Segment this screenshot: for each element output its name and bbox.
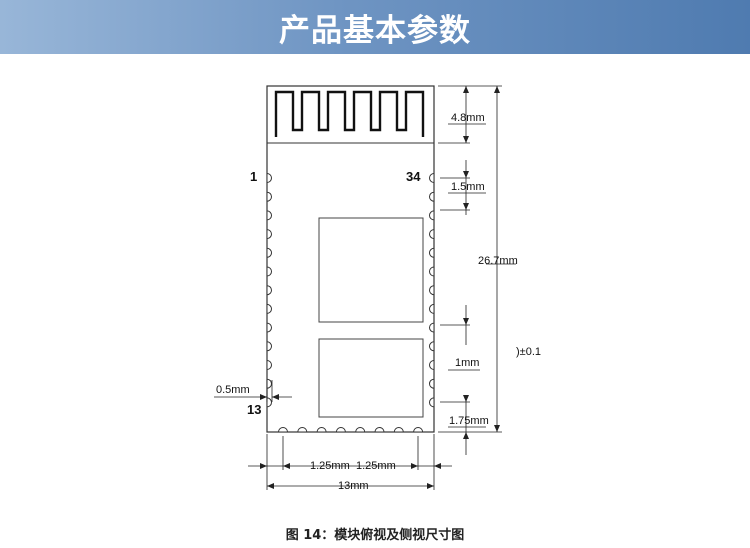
dim-tolerance: )±0.1 [516,346,541,358]
left-castellated-pads [266,172,272,408]
dim-bottom-pitch-left: 1.25mm [310,460,350,472]
module-dimension-drawing: 1 34 13 4.8mm 1.5mm 26.7mm )±0.1 1mm [214,85,541,492]
left-pad [266,247,272,258]
right-pad [429,229,435,240]
bottom-pad [393,427,404,433]
dimension-arrows-left [260,394,279,400]
right-pad [429,397,435,408]
pin-label-1: 1 [250,169,257,184]
shield-box-lower [318,338,424,418]
page-title: 产品基本参数 [279,12,471,49]
dim-bottom-pitch-right: 1.25mm [356,460,396,472]
header-banner: 产品基本参数 [0,0,750,54]
left-pad [266,322,272,333]
antenna-trace [274,90,425,137]
bottom-castellated-pads [277,427,424,433]
module-outline [266,85,435,433]
left-pad [266,191,272,202]
right-pad [429,341,435,352]
dimension-lines-right [438,85,516,455]
dim-total-width: 13mm [338,480,369,492]
dim-pad-pitch: 1mm [455,357,479,369]
figure-caption: 图 14：模块俯视及侧视尺寸图 [285,528,465,543]
right-pad [429,210,435,221]
pin-label-34: 34 [406,169,421,184]
left-pad [266,303,272,314]
right-pad [429,172,435,184]
dim-total-height: 26.7mm [478,255,518,267]
bottom-pad [413,427,424,433]
bottom-pad [277,427,289,433]
left-pad [266,397,272,408]
right-pad [429,359,435,371]
left-pad [266,172,272,184]
left-pad [266,285,272,296]
shield-box-upper [318,217,424,323]
left-pad [266,378,272,389]
dim-pad-width: 0.5mm [216,384,250,396]
left-pad [266,266,272,277]
right-pad [429,285,435,296]
left-pad [266,229,272,240]
dim-antenna-height: 4.8mm [451,112,485,124]
right-castellated-pads [429,172,435,408]
dimension-arrows-right [463,86,500,439]
dimension-arrows-bottom [260,463,441,489]
dim-bottom-margin: 1.75mm [449,415,489,427]
bottom-pad [355,427,366,433]
right-pad [429,378,435,389]
left-pad [266,359,272,371]
right-pad [429,266,435,277]
bottom-pad [374,427,385,433]
right-pad [429,191,435,202]
left-pad [266,341,272,352]
bottom-pad [335,427,346,433]
right-pad [429,247,435,258]
right-pad [429,322,435,333]
dim-pin-offset: 1.5mm [451,181,485,193]
pin-label-13: 13 [247,402,261,417]
left-pad [266,210,272,221]
bottom-pad [316,427,327,433]
bottom-pad [297,427,308,433]
right-pad [429,303,435,314]
